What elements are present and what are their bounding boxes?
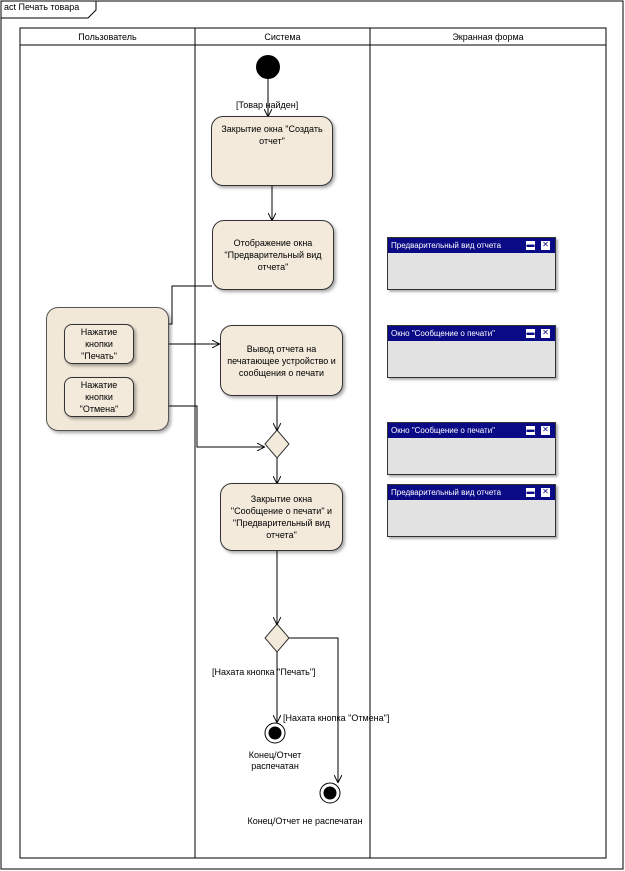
window-titlebar: Окно "Сообщение о печати" ▬ ✕ [388, 326, 555, 341]
window-print-message-closing: Окно "Сообщение о печати" ▬ ✕ [387, 422, 556, 475]
final-caption-not-printed: Конец/Отчет не распечатан [247, 816, 363, 826]
window-print-message: Окно "Сообщение о печати" ▬ ✕ [387, 325, 556, 378]
guard-print-pressed: [Нахата кнопка "Печать"] [212, 667, 316, 677]
close-icon: ✕ [541, 328, 550, 338]
window-preview-closing: Предварительный вид отчета ▬ ✕ [387, 484, 556, 537]
action-output-report: Вывод отчета на печатающее устройство и … [220, 325, 343, 396]
frame-tab-border [1, 1, 97, 19]
lane-title-system: Система [264, 32, 301, 42]
window-title: Предварительный вид отчета [391, 241, 502, 250]
lanes-border [19, 27, 607, 859]
action-press-print: Нажатие кнопки "Печать" [64, 324, 134, 364]
action-press-cancel: Нажатие кнопки "Отмена" [64, 377, 134, 417]
flow-to-not-printed [289, 637, 338, 782]
window-titlebar: Предварительный вид отчета ▬ ✕ [388, 485, 555, 500]
final-node-printed [264, 722, 286, 744]
lane-title-screen: Экранная форма [452, 32, 524, 42]
minimize-icon: ▬ [526, 328, 535, 338]
window-preview: Предварительный вид отчета ▬ ✕ [387, 237, 556, 290]
window-titlebar: Предварительный вид отчета ▬ ✕ [388, 238, 555, 253]
close-icon: ✕ [541, 425, 550, 435]
minimize-icon: ▬ [526, 425, 535, 435]
guard-cancel-pressed: [Нахата кнопка "Отмена"] [283, 713, 390, 723]
frame-title: act Печать товара [4, 2, 80, 12]
window-title: Окно "Сообщение о печати" [391, 329, 496, 338]
merge-node [264, 429, 290, 459]
lane-title-user: Пользователь [78, 32, 137, 42]
decision-node [264, 623, 290, 653]
close-icon: ✕ [541, 487, 550, 497]
minimize-icon: ▬ [526, 487, 535, 497]
final-caption-printed: Конец/Отчет распечатан [248, 750, 302, 771]
window-titlebar: Окно "Сообщение о печати" ▬ ✕ [388, 423, 555, 438]
action-close-windows: Закрытие окна "Сообщение о печати" и "Пр… [220, 483, 343, 551]
final-node-not-printed [319, 782, 341, 804]
window-title: Окно "Сообщение о печати" [391, 426, 496, 435]
minimize-icon: ▬ [526, 240, 535, 250]
action-show-preview-window: Отображение окна "Предварительный вид от… [212, 220, 334, 290]
close-icon: ✕ [541, 240, 550, 250]
guard-product-found: [Товар найден] [236, 100, 299, 110]
action-close-create-window: Закрытие окна "Создать отчет" [211, 116, 333, 186]
window-title: Предварительный вид отчета [391, 488, 502, 497]
initial-node [256, 55, 280, 79]
